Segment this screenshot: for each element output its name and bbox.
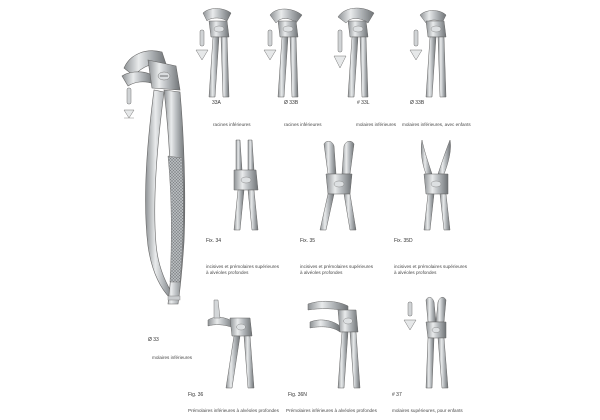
item-code-a: 33A: [212, 100, 221, 106]
tooth-icon: [195, 29, 209, 61]
item-code-d: Ø 33B: [410, 100, 425, 106]
tooth-icon: [403, 301, 417, 331]
item-code-f: Fix. 35: [300, 238, 316, 244]
item-desc-i: Prémolaires inférieures à alvéoles profo…: [286, 408, 377, 413]
forceps-image-f: [319, 141, 357, 231]
item-code-c: # 33L: [357, 100, 370, 106]
item-desc-c: molaires inférieures: [356, 122, 397, 127]
item-code-b: Ø 33B: [284, 100, 299, 106]
forceps-image-i: [307, 301, 361, 389]
item-desc-e: incisives et prémolaires supérieures à a…: [206, 264, 280, 275]
item-code-j: # 37: [392, 392, 402, 398]
item-code-e: Fix. 34: [206, 238, 222, 244]
forceps-image-main: [121, 50, 186, 305]
tooth-icon: [333, 29, 347, 69]
item-code-h: Fig. 36: [188, 392, 204, 398]
item-desc-b: racines inférieures: [284, 122, 322, 127]
item-desc-h: Prémolaires inférieures à alvéoles profo…: [188, 408, 279, 413]
tooth-icon: [409, 29, 423, 61]
forceps-image-c: [337, 7, 375, 98]
item-code-main: Ø 33: [148, 337, 159, 343]
item-desc-f: incisives et prémolaires supérieures à a…: [300, 264, 374, 275]
item-desc-g: incisives et prémolaires supérieures à a…: [394, 264, 468, 275]
item-code-g: Fix. 35D: [394, 238, 413, 244]
item-code-i: Fig. 36N: [288, 392, 307, 398]
forceps-image-d: [419, 10, 447, 98]
tooth-icon: [263, 29, 277, 61]
item-desc-main: molaires inférieures: [152, 355, 193, 360]
item-desc-j: molaires supérieures, pour enfants: [392, 408, 463, 413]
item-desc-a: racines inférieures: [213, 122, 251, 127]
tooth-icon: [123, 87, 135, 119]
forceps-image-a: [202, 8, 232, 98]
item-desc-d: molaires inférieures, avec enfants: [402, 122, 471, 127]
forceps-image-j: [425, 297, 449, 389]
forceps-image-e: [233, 139, 259, 231]
forceps-image-b: [269, 8, 303, 98]
forceps-image-g: [420, 139, 451, 231]
forceps-image-h: [207, 299, 255, 389]
